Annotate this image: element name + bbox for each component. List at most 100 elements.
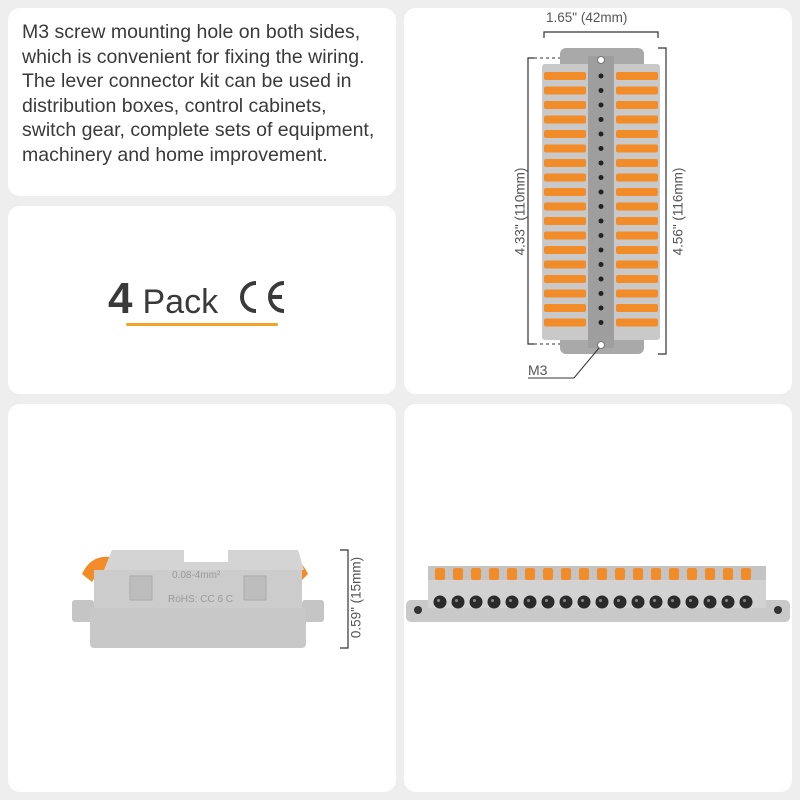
- screw-leader-line: [528, 347, 600, 379]
- front-wire-hole: [487, 595, 501, 609]
- lever-right: [616, 318, 658, 327]
- front-wire-hole-shine: [671, 599, 674, 602]
- top-mount-hole: [597, 56, 605, 64]
- wire-hole: [598, 305, 604, 311]
- front-wire-hole: [469, 595, 483, 609]
- width-dimension-label: 1.65" (42mm): [546, 10, 628, 25]
- front-wire-hole-shine: [509, 599, 512, 602]
- lever-left: [544, 115, 586, 124]
- front-wire-hole: [559, 595, 573, 609]
- front-wire-hole: [541, 595, 555, 609]
- inner-length-dimension-line: [527, 57, 534, 345]
- lever-left: [544, 231, 586, 240]
- lever-left: [544, 159, 586, 167]
- lever-right: [616, 289, 658, 298]
- front-wire-hole: [613, 595, 627, 609]
- front-wire-hole: [739, 595, 753, 609]
- lever-left: [544, 304, 586, 312]
- lever-right: [616, 144, 658, 153]
- front-wire-hole: [685, 595, 699, 609]
- mount-hole-right: [774, 606, 782, 614]
- wire-hole: [598, 88, 604, 93]
- wire-hole: [598, 175, 604, 180]
- lever-left: [544, 246, 586, 254]
- lever-right: [616, 115, 658, 124]
- lever-right: [616, 275, 658, 283]
- description-text: M3 screw mounting hole on both sides, wh…: [22, 21, 375, 166]
- front-wire-hole-shine: [581, 599, 584, 602]
- front-wire-hole-shine: [527, 599, 530, 602]
- front-wire-hole-shine: [455, 599, 458, 602]
- front-wire-hole-shine: [725, 599, 728, 602]
- pack-card: 4 Pack: [8, 206, 396, 394]
- wire-hole: [598, 146, 604, 151]
- front-lever: [507, 568, 517, 580]
- lever-left: [544, 217, 586, 225]
- body-text-1: 0.08-4mm²: [172, 570, 221, 581]
- lever-left: [544, 202, 586, 211]
- front-lever: [579, 568, 589, 580]
- front-view-card: [404, 404, 792, 792]
- front-lever: [489, 568, 499, 580]
- lever-right: [616, 246, 658, 254]
- pack-label: Pack: [142, 283, 219, 321]
- lever-left: [544, 260, 586, 269]
- wire-hole: [598, 131, 604, 137]
- front-lever: [561, 568, 571, 580]
- lever-left: [544, 289, 586, 298]
- front-wire-hole-shine: [689, 599, 692, 602]
- front-wire-hole: [649, 595, 663, 609]
- front-lever: [597, 568, 607, 580]
- wire-hole: [598, 247, 604, 253]
- front-wire-hole: [667, 595, 681, 609]
- height-dimension-label: 0.59" (15mm): [348, 556, 364, 639]
- front-wire-hole-shine: [617, 599, 620, 602]
- lever-left: [544, 318, 586, 327]
- lever-left: [544, 144, 586, 153]
- wire-hole: [598, 276, 604, 282]
- front-wire-hole: [595, 595, 609, 609]
- lever-right: [616, 86, 658, 95]
- upper-housing: [104, 550, 304, 570]
- width-dimension-line: [543, 31, 659, 38]
- lever-left: [544, 275, 586, 283]
- front-wire-hole-shine: [707, 599, 710, 602]
- lever-left: [544, 72, 586, 80]
- window-right: [243, 575, 267, 601]
- front-lever: [471, 568, 481, 580]
- lever-right: [616, 202, 658, 211]
- front-lever: [615, 568, 625, 580]
- screw-label: M3: [528, 362, 548, 378]
- lever-left: [544, 173, 586, 182]
- front-wire-hole: [631, 595, 645, 609]
- lever-right: [616, 159, 658, 167]
- wire-hole: [598, 204, 604, 209]
- wire-hole: [598, 102, 604, 108]
- front-wire-hole-shine: [491, 599, 494, 602]
- front-lever: [453, 568, 463, 580]
- wire-hole: [598, 262, 604, 267]
- wire-hole: [598, 117, 604, 122]
- lever-right: [616, 231, 658, 240]
- center-channel: [588, 56, 614, 348]
- outer-length-dimension-label: 4.56" (116mm): [670, 167, 686, 256]
- tab-right: [302, 600, 324, 622]
- lever-left: [544, 188, 586, 196]
- height-dimension-line: [340, 549, 349, 649]
- front-lever: [435, 568, 445, 580]
- front-lever: [705, 568, 715, 580]
- bottom-mount-hole: [597, 341, 605, 349]
- top-view-card: 1.65" (42mm) 4.33" (110mm) 4.56" (116mm)…: [404, 8, 792, 394]
- front-view-drawing: [406, 566, 790, 622]
- wire-hole: [598, 160, 604, 166]
- wire-hole: [598, 73, 604, 79]
- tab-left: [72, 600, 94, 622]
- pack-badge: 4 Pack: [108, 274, 290, 324]
- lever-right: [616, 72, 658, 80]
- body-text-2: RoHS: CC 6 C: [168, 594, 234, 605]
- pack-underline: [126, 323, 278, 326]
- front-wire-hole-shine: [563, 599, 566, 602]
- lever-right: [616, 260, 658, 269]
- side-view-card: 0.08-4mm² RoHS: CC 6 C 0.59" (15mm): [8, 404, 396, 792]
- front-lever: [687, 568, 697, 580]
